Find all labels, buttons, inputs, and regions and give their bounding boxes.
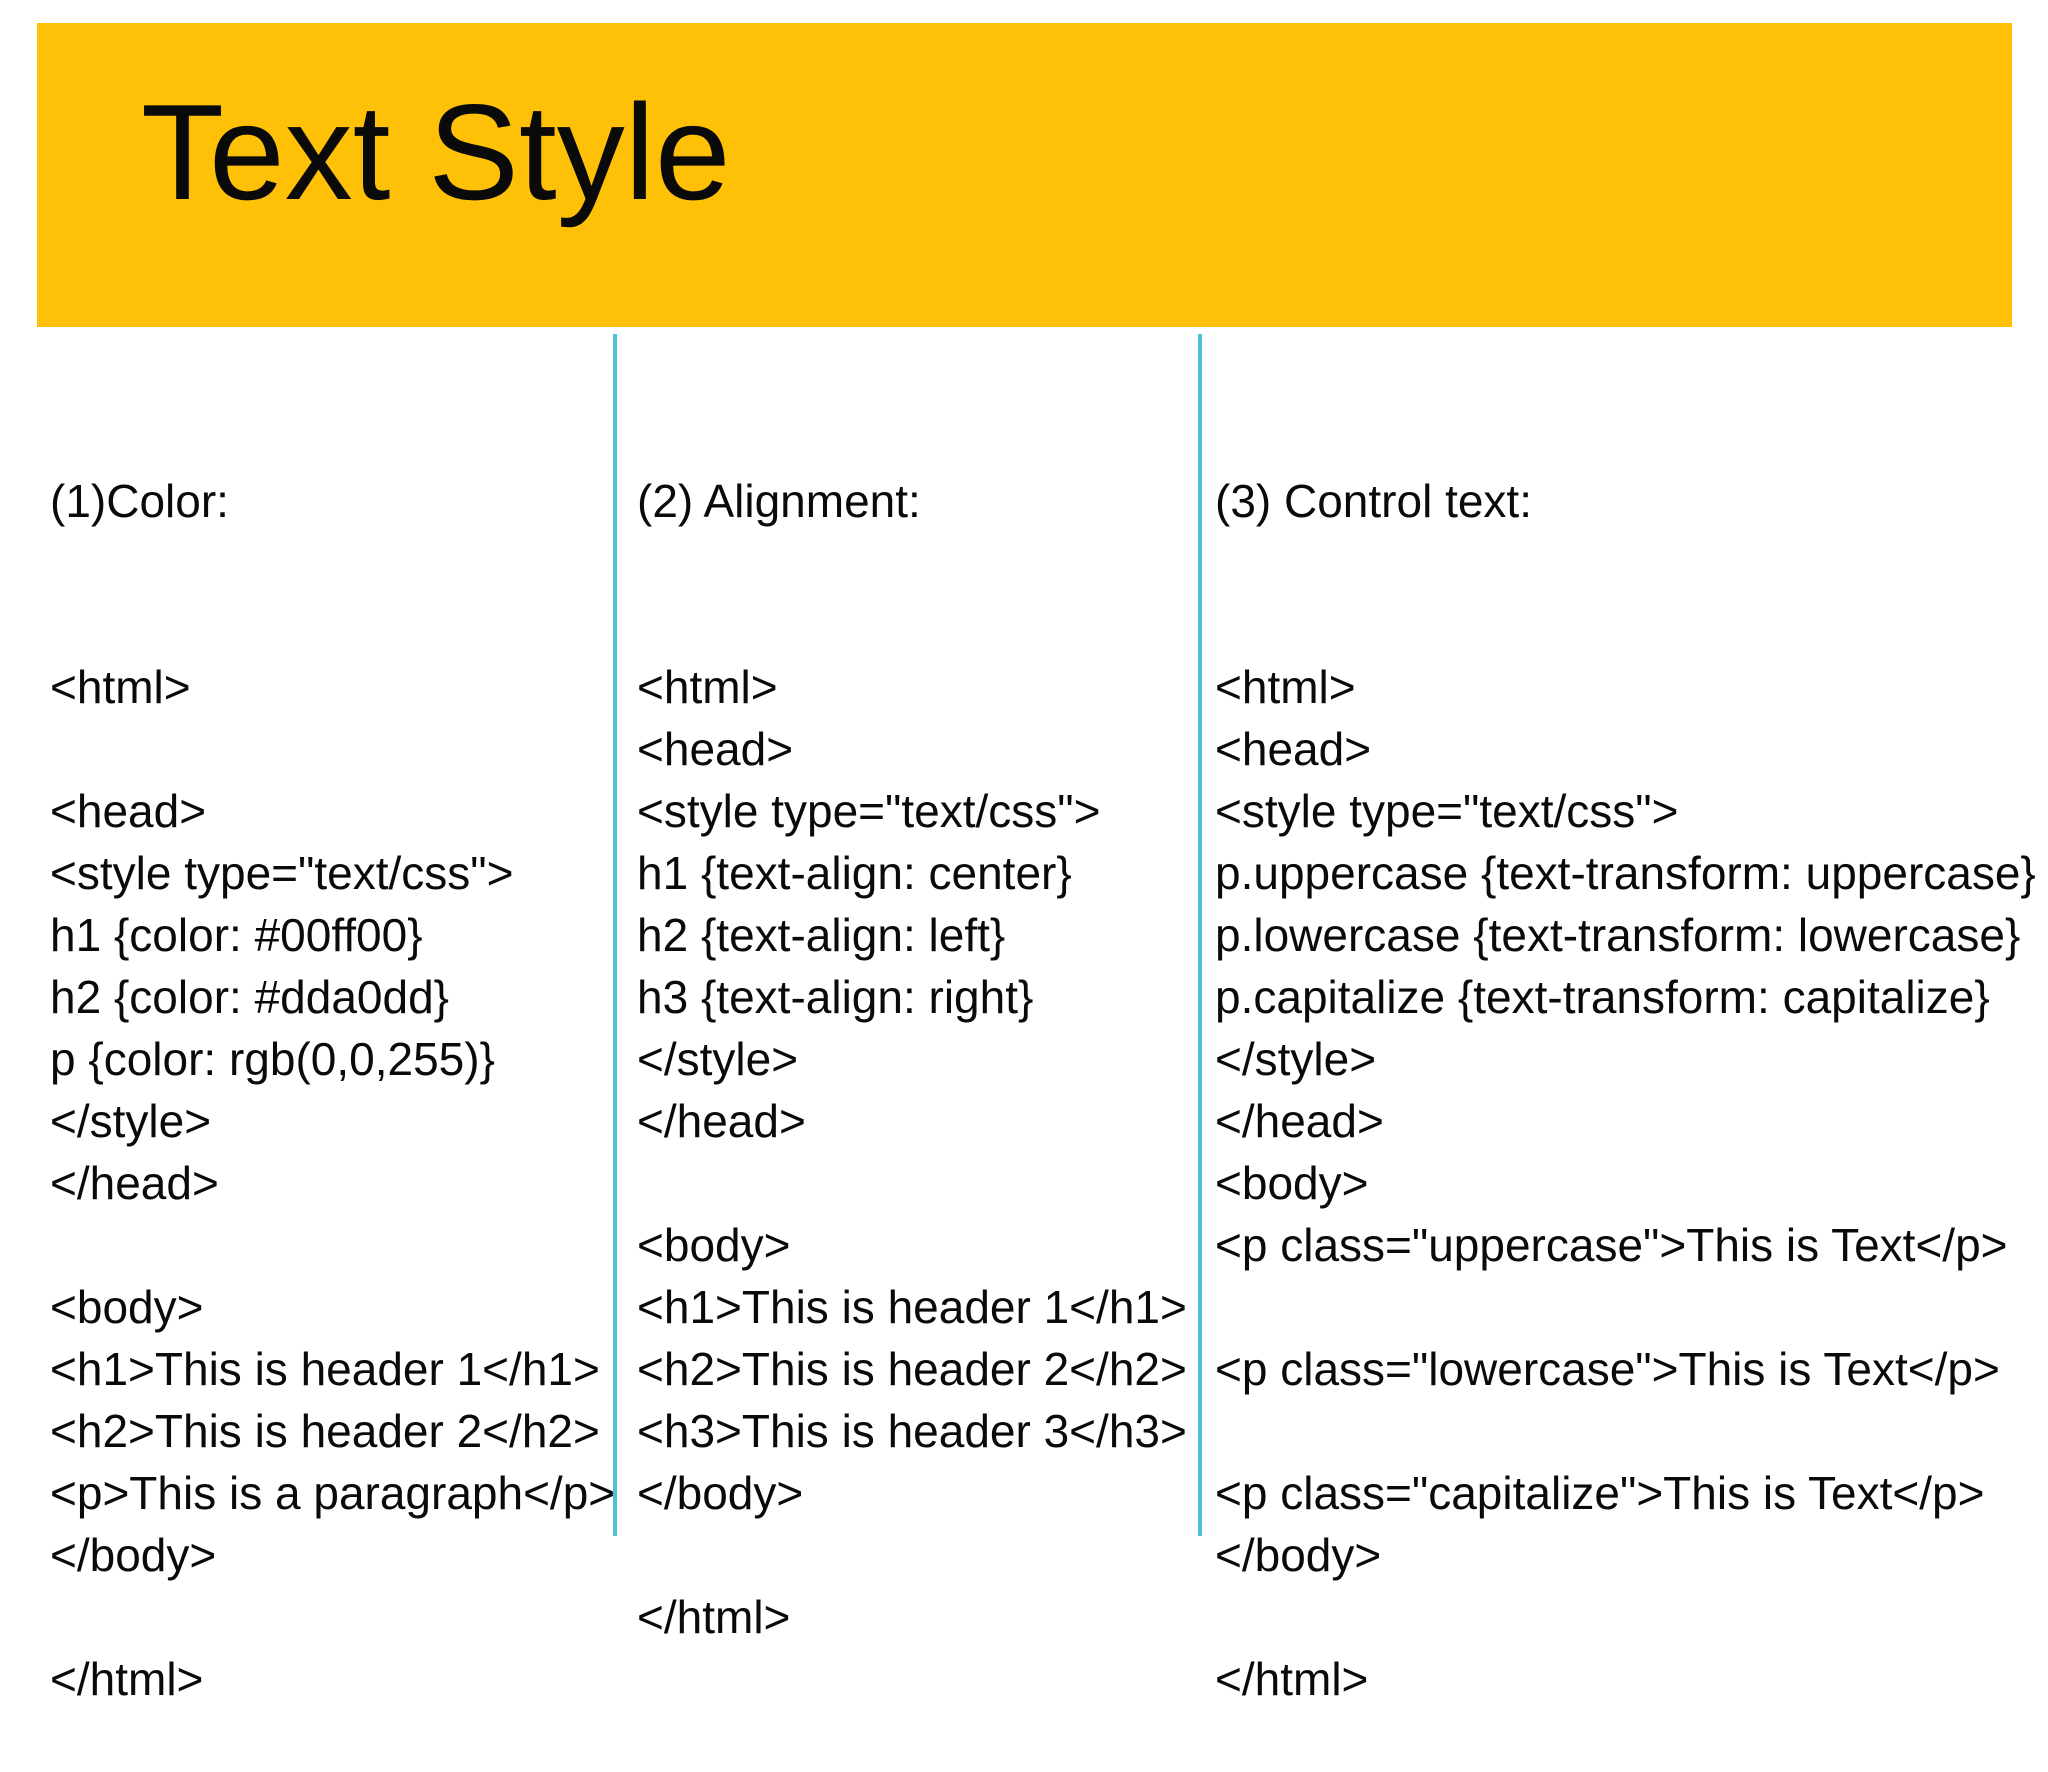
column-heading: (1)Color: xyxy=(50,475,229,527)
code-line: </body> xyxy=(1215,1529,1382,1581)
code-line: p.capitalize {text-transform: capitalize… xyxy=(1215,971,1990,1023)
page-title: Text Style xyxy=(141,76,731,228)
code-line: <p>This is a paragraph</p> xyxy=(50,1467,616,1519)
code-line: <p class="uppercase">This is Text</p> xyxy=(1215,1219,2008,1271)
code-line xyxy=(50,718,610,780)
code-lines-alignment: <html> <head> <style type="text/css"> h1 {t… xyxy=(637,656,1192,1648)
code-line: </style> xyxy=(1215,1033,1377,1085)
column-heading: (3) Control text: xyxy=(1215,475,1532,527)
column-divider-2 xyxy=(1198,334,1202,1536)
code-line: <h2>This is header 2</h2> xyxy=(637,1343,1187,1395)
code-line: </html> xyxy=(637,1591,791,1643)
code-line: <p class="capitalize">This is Text</p> xyxy=(1215,1467,1985,1519)
code-line xyxy=(1215,1586,2048,1648)
code-line: h1 {text-align: center} xyxy=(637,847,1072,899)
code-line: <style type="text/css"> xyxy=(1215,785,1679,837)
code-line: <body> xyxy=(50,1281,204,1333)
title-banner: Text Style xyxy=(37,23,2012,327)
code-line xyxy=(50,1214,610,1276)
code-line: <html> xyxy=(1215,661,1356,713)
code-line xyxy=(637,1524,1192,1586)
code-line: <html> xyxy=(50,661,191,713)
code-line: h3 {text-align: right} xyxy=(637,971,1034,1023)
code-line: <h1>This is header 1</h1> xyxy=(637,1281,1187,1333)
code-lines-color: <html> <head> <style type="text/css"> h1 {… xyxy=(50,656,616,1710)
code-line: <head> xyxy=(50,785,207,837)
code-line: </head> xyxy=(50,1157,219,1209)
column-heading: (2) Alignment: xyxy=(637,475,921,527)
code-line: h2 {color: #dda0dd} xyxy=(50,971,450,1023)
code-line: <head> xyxy=(637,723,794,775)
code-line: <h2>This is header 2</h2> xyxy=(50,1405,600,1457)
code-column-alignment: (2) Alignment: <html> <head> <style type="… xyxy=(637,346,1192,1710)
code-line: <body> xyxy=(637,1219,791,1271)
code-line: <head> xyxy=(1215,723,1372,775)
code-line: </body> xyxy=(637,1467,804,1519)
code-line: </style> xyxy=(50,1095,212,1147)
code-column-color: (1)Color: <html> <head> <style type="text… xyxy=(50,346,616,1772)
code-line: </body> xyxy=(50,1529,217,1581)
code-line: </html> xyxy=(50,1653,204,1705)
code-line: <style type="text/css"> xyxy=(637,785,1101,837)
code-line: <body> xyxy=(1215,1157,1369,1209)
code-line xyxy=(50,1586,610,1648)
code-line: </head> xyxy=(1215,1095,1384,1147)
code-line xyxy=(637,1152,1192,1214)
code-line: </style> xyxy=(637,1033,799,1085)
code-line: p.lowercase {text-transform: lowercase} xyxy=(1215,909,2021,961)
code-line: h1 {color: #00ff00} xyxy=(50,909,423,961)
code-line xyxy=(1215,1276,2048,1338)
code-line xyxy=(1215,1400,2048,1462)
code-line: p {color: rgb(0,0,255)} xyxy=(50,1033,495,1085)
code-line: h2 {text-align: left} xyxy=(637,909,1006,961)
code-line: <h1>This is header 1</h1> xyxy=(50,1343,600,1395)
code-line: <p class="lowercase">This is Text</p> xyxy=(1215,1343,2000,1395)
code-line: <html> xyxy=(637,661,778,713)
code-column-control-text: (3) Control text: <html> <head> <style typ… xyxy=(1215,346,2048,1772)
code-line: p.uppercase {text-transform: uppercase} xyxy=(1215,847,2036,899)
code-line: <h3>This is header 3</h3> xyxy=(637,1405,1187,1457)
column-divider-1 xyxy=(613,334,617,1536)
code-lines-control-text: <html> <head> <style type="text/css"> p.upp… xyxy=(1215,656,2048,1710)
code-line: </head> xyxy=(637,1095,806,1147)
code-line: <style type="text/css"> xyxy=(50,847,514,899)
code-line: </html> xyxy=(1215,1653,1369,1705)
